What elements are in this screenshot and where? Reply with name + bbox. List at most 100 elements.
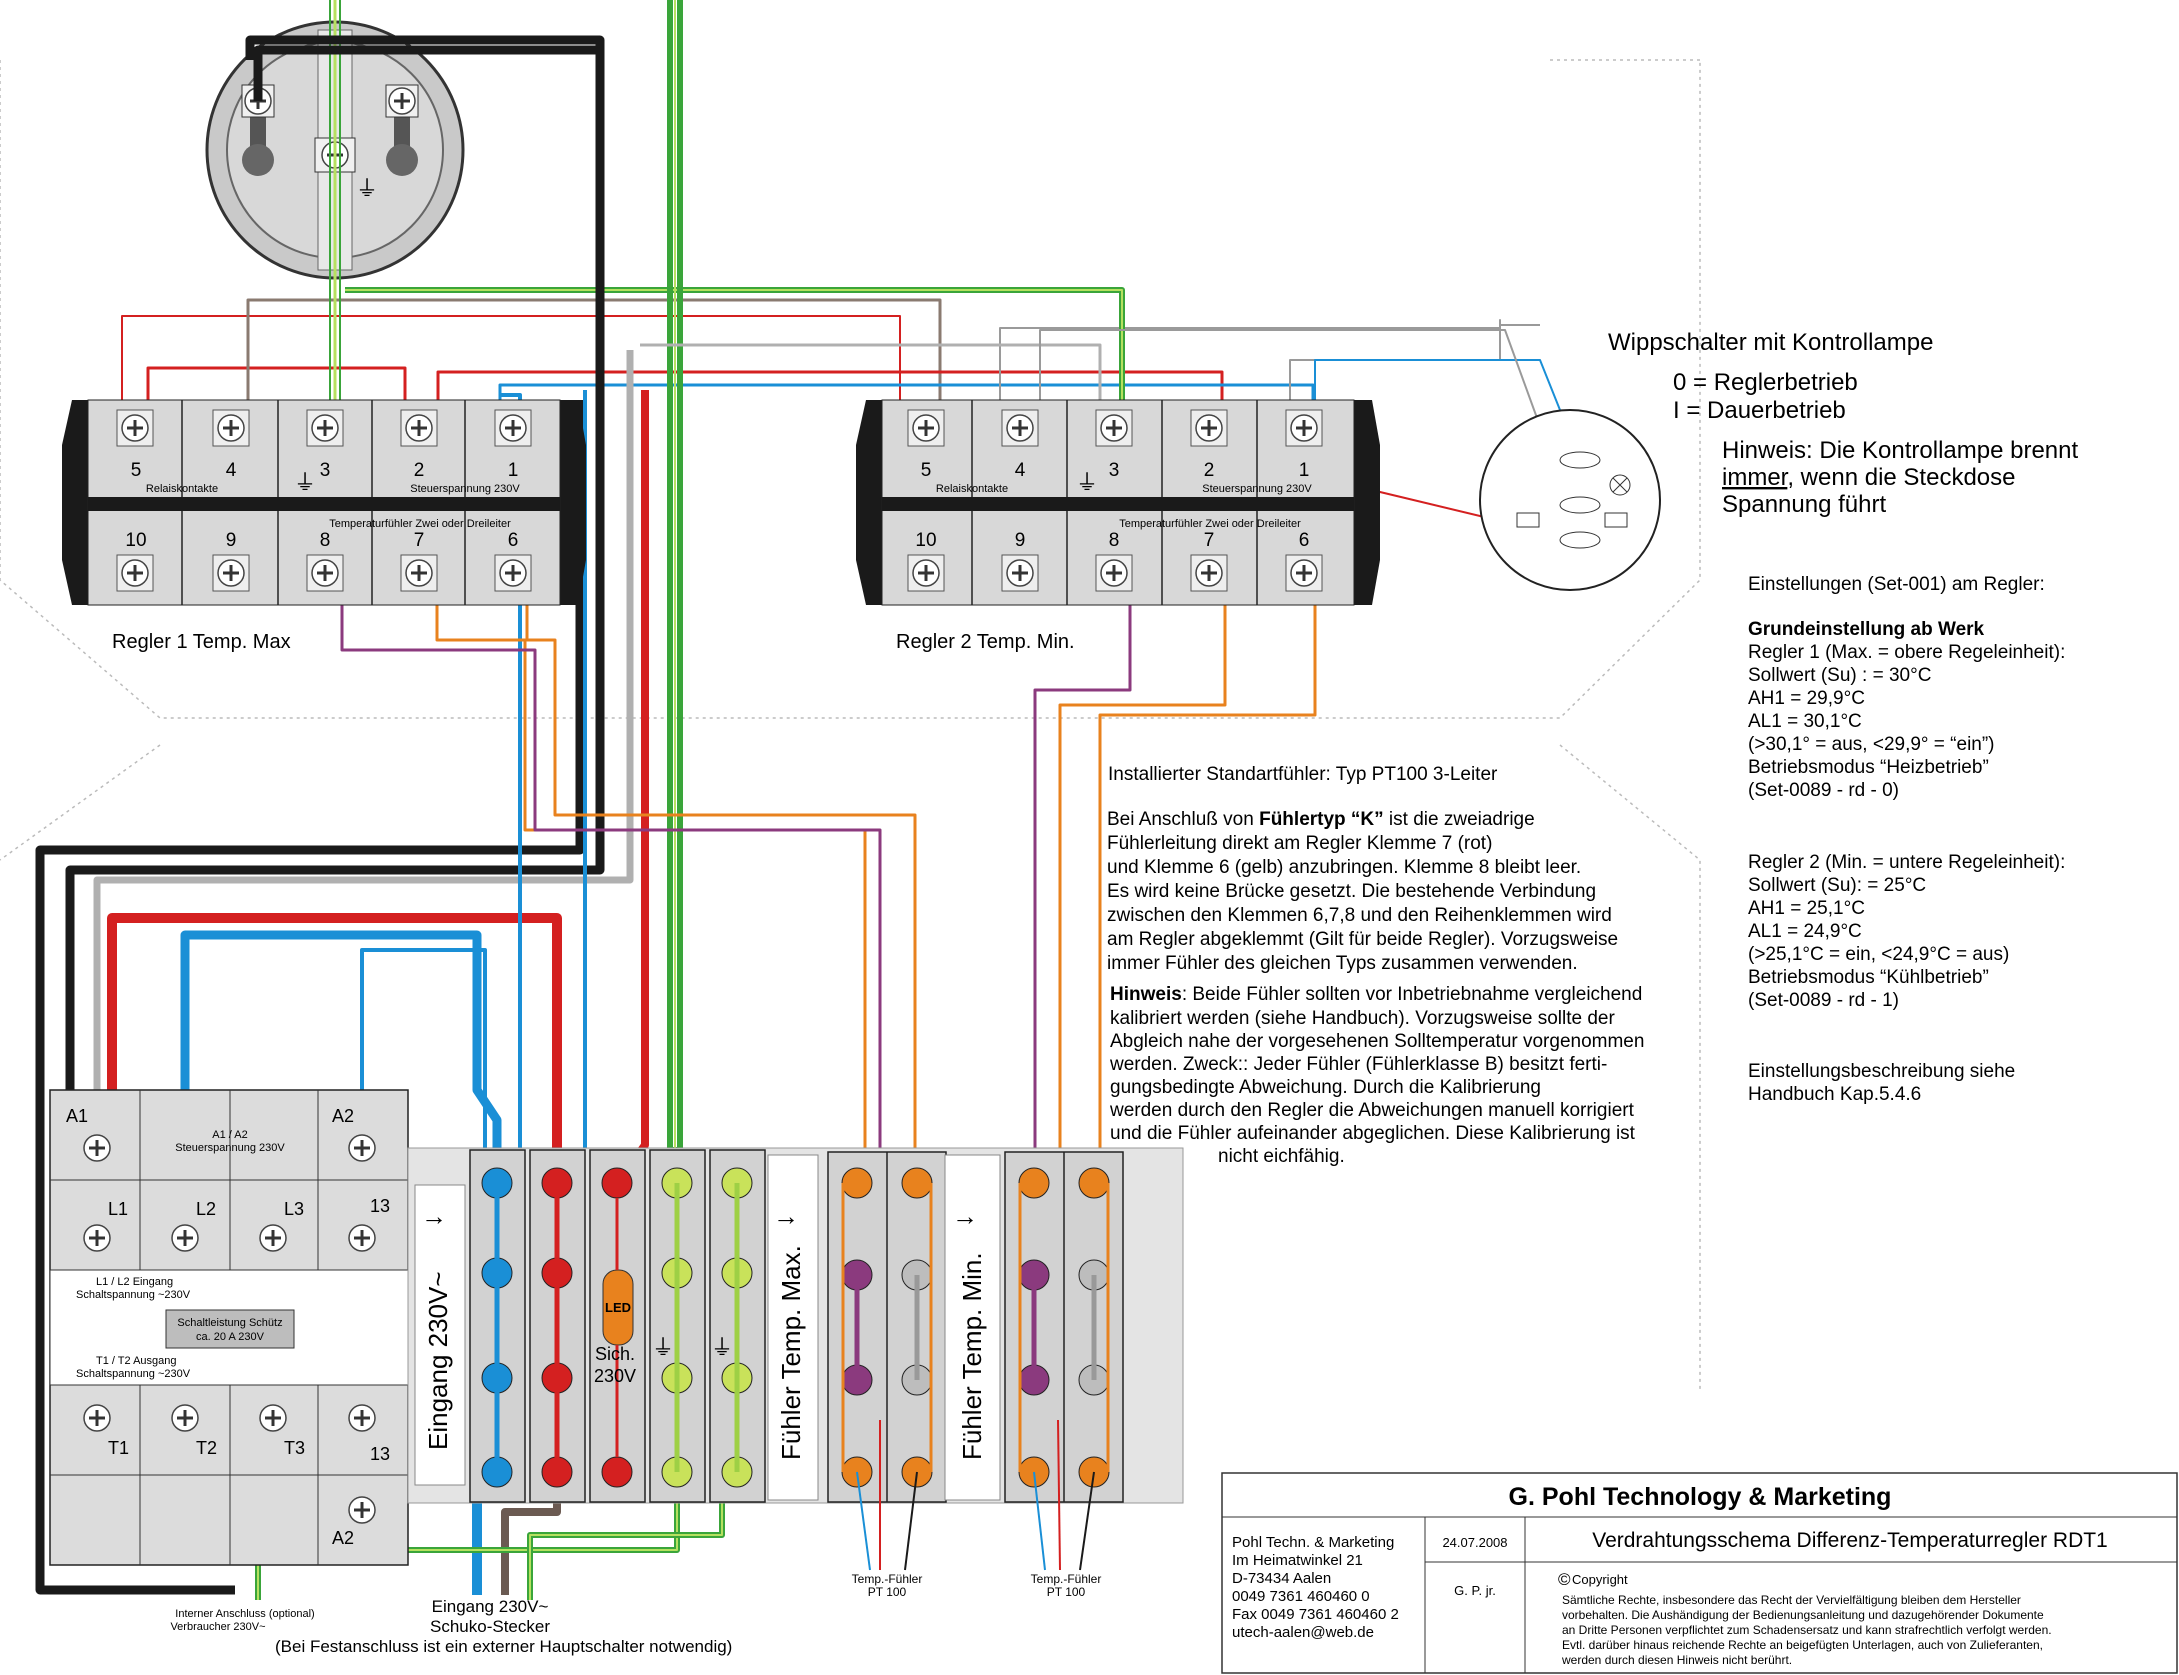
copyright-icon: © <box>1558 1570 1571 1589</box>
fuse-label-2: 230V <box>594 1366 636 1386</box>
switch-hint1: Hinweis: Die Kontrollampe brennt <box>1722 437 2079 464</box>
switch-hint2-underlined: immer <box>1722 464 1789 491</box>
copyright-line: an Dritte Personen verpflichtet zum Scha… <box>1562 1623 2052 1637</box>
switch-hint2: immer, wenn die Steckdose <box>1722 464 2015 491</box>
notes-k-line: Fühlerleitung direkt am Regler Klemme 7 … <box>1107 833 1492 854</box>
contactor-l2: L2 <box>196 1199 216 1219</box>
settings-r2-6: (Set-0089 - rd - 1) <box>1748 990 1899 1011</box>
r1-terminal-8: 8 <box>320 530 331 551</box>
rail-earth-icon-1: ⏚ <box>652 1335 674 1360</box>
contactor-eingang2: Schaltspannung ~230V <box>76 1289 191 1301</box>
notes-hinweis-first: Hinweis: Beide Fühler sollten vor Inbetr… <box>1110 984 1642 1005</box>
contactor-eingang1: L1 / L2 Eingang <box>96 1276 173 1288</box>
notes-k-line: Es wird keine Brücke gesetzt. Die besteh… <box>1107 881 1596 902</box>
contactor-l3: L3 <box>284 1199 304 1219</box>
notes-hinweis-rest: : Beide Fühler sollten vor Inbetriebnahm… <box>1182 984 1643 1005</box>
r1-terminal-2: 2 <box>414 460 425 481</box>
settings-r2-5: Betriebsmodus “Kühlbetrieb” <box>1748 967 1989 988</box>
drawing-author: G. P. jr. <box>1454 1583 1496 1598</box>
r1-terminal-1: 1 <box>508 460 519 481</box>
notes-hinweis-bold: Hinweis <box>1110 984 1182 1005</box>
address-line: Pohl Techn. & Marketing <box>1232 1534 1394 1551</box>
settings-r1-4: (>30,1° = aus, <29,9° = “ein”) <box>1748 734 1995 755</box>
r2-terminal-1: 1 <box>1299 460 1310 481</box>
r1-terminal-5: 5 <box>131 460 142 481</box>
schuko-label-1: Eingang 230V~ <box>432 1597 549 1616</box>
region-borders <box>0 59 1701 1390</box>
notes-h-line: kalibriert werden (siehe Handbuch). Vorz… <box>1110 1008 1615 1029</box>
notes-h-line: werden. Zweck:: Jeder Fühler (Fühlerklas… <box>1109 1054 1607 1075</box>
r2-terminal-6: 6 <box>1299 530 1310 551</box>
earth-symbol: ⏚ <box>356 176 378 201</box>
contactor: A1 A2 A1 / A2 Steuerspannung 230V L1 L2 … <box>49 1089 409 1566</box>
contactor-steuer: Steuerspannung 230V <box>175 1142 285 1154</box>
r2-relais-label: Relaiskontakte <box>936 483 1008 495</box>
intern-label-1: Interner Anschluss (optional) <box>175 1608 314 1620</box>
notes-k-line: und Klemme 6 (gelb) anzubringen. Klemme … <box>1107 857 1581 878</box>
rail-earth-icon-2: ⏚ <box>711 1335 733 1360</box>
fuehler-min-label: Fühler Temp. Min. <box>957 1252 987 1460</box>
settings-text: Einstellungen (Set-001) am Regler: Grund… <box>1748 574 2065 1105</box>
regler-1: 5 4 3 2 1 ⏚ Relaiskontakte Steuerspannun… <box>62 399 586 653</box>
r2-earth-icon: ⏚ <box>1076 470 1098 495</box>
contactor-ausgang1: T1 / T2 Ausgang <box>96 1355 177 1367</box>
rocker-switch <box>1479 409 1661 591</box>
schuko-label-2: Schuko-Stecker <box>430 1617 550 1636</box>
settings-bold: Grundeinstellung ab Werk <box>1748 619 1985 640</box>
pt100-max-label-1: Temp.-Fühler <box>852 1572 923 1586</box>
r1-earth-icon: ⏚ <box>294 470 316 495</box>
copyright-label: Copyright <box>1572 1572 1628 1587</box>
pt100-min-label-2: PT 100 <box>1047 1585 1086 1599</box>
r2-terminal-10: 10 <box>915 530 936 551</box>
settings-r2-1: Sollwert (Su): = 25°C <box>1748 875 1926 896</box>
notes-k-line: am Regler abgeklemmt (Gilt für beide Reg… <box>1107 929 1618 950</box>
address-line: 0049 7361 460460 0 <box>1232 1588 1370 1605</box>
contactor-t3: T3 <box>284 1438 305 1458</box>
r2-terminal-7: 7 <box>1204 530 1215 551</box>
contactor-schalt1: Schaltleistung Schütz <box>177 1317 282 1329</box>
notes-installed: Installierter Standartfühler: Typ PT100 … <box>1108 764 1498 785</box>
pt100-min-label-1: Temp.-Fühler <box>1031 1572 1102 1586</box>
copyright-line: Evtl. darüber hinaus reichende Rechte an… <box>1562 1638 2043 1652</box>
intern-label-2: Verbraucher 230V~ <box>170 1621 265 1633</box>
arrow-icon-2: → <box>773 1201 799 1231</box>
notes-text: Installierter Standartfühler: Typ PT100 … <box>1107 764 1644 1167</box>
fuse-label-1: Sich. <box>595 1344 635 1364</box>
settings-r1-5: Betriebsmodus “Heizbetrieb” <box>1748 757 1989 778</box>
r1-terminal-9: 9 <box>226 530 237 551</box>
notes-k-first: Bei Anschluß von Fühlertyp “K” ist die z… <box>1107 809 1535 830</box>
r1-terminal-7: 7 <box>414 530 425 551</box>
switch-line0: 0 = Reglerbetrieb <box>1673 369 1858 396</box>
r2-terminal-5: 5 <box>921 460 932 481</box>
switch-line1: I = Dauerbetrieb <box>1673 397 1846 424</box>
contactor-t2: T2 <box>196 1438 217 1458</box>
notes-k-post: ist die zweiadrige <box>1384 809 1535 830</box>
notes-h-line: gungsbedingte Abweichung. Durch die Kali… <box>1110 1077 1541 1098</box>
r1-terminal-10: 10 <box>125 530 146 551</box>
arrow-icon-3: → <box>952 1201 978 1231</box>
address-line: utech-aalen@web.de <box>1232 1624 1374 1641</box>
contactor-ausgang2: Schaltspannung ~230V <box>76 1368 191 1380</box>
regler-1-title: Regler 1 Temp. Max <box>112 631 291 653</box>
settings-r1-6: (Set-0089 - rd - 0) <box>1748 780 1899 801</box>
r1-terminal-3: 3 <box>320 460 331 481</box>
copyright-line: Sämtliche Rechte, insbesondere das Recht… <box>1562 1593 2021 1607</box>
r2-steuer-label: Steuerspannung 230V <box>1202 483 1312 495</box>
r2-terminal-4: 4 <box>1015 460 1026 481</box>
r1-terminal-4: 4 <box>226 460 237 481</box>
eingang-label: Eingang 230V~ <box>423 1271 453 1450</box>
contactor-a2b: A2 <box>332 1528 354 1548</box>
settings-r2-2: AH1 = 25,1°C <box>1748 898 1865 919</box>
settings-ref1: Einstellungsbeschreibung siehe <box>1748 1061 2015 1082</box>
notes-h-line: nicht eichfähig. <box>1218 1146 1345 1167</box>
notes-h-line: und die Fühler aufeinander abgeglichen. … <box>1110 1123 1636 1144</box>
contactor-l1: L1 <box>108 1199 128 1219</box>
regler-2-title: Regler 2 Temp. Min. <box>896 631 1075 653</box>
notes-k-line: zwischen den Klemmen 6,7,8 und den Reihe… <box>1107 905 1612 926</box>
r2-fuehler-label: Temperaturfühler Zwei oder Dreileiter <box>1119 518 1301 530</box>
settings-r2-3: AL1 = 24,9°C <box>1748 921 1862 942</box>
address-line: D-73434 Aalen <box>1232 1570 1331 1587</box>
festanschluss-note: (Bei Festanschluss ist ein externer Haup… <box>275 1637 732 1656</box>
settings-r1-0: Regler 1 (Max. = obere Regeleinheit): <box>1748 642 2065 663</box>
